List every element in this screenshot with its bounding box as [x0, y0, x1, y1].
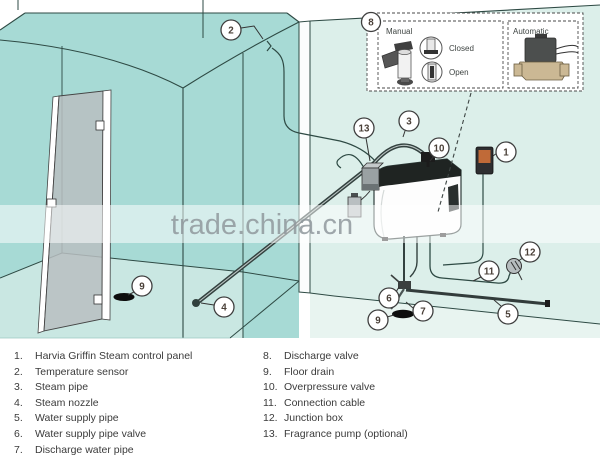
svg-text:5: 5	[505, 310, 511, 321]
callout-12: 12	[519, 241, 541, 263]
callout-8: 8	[360, 11, 382, 33]
callout-2: 2	[220, 19, 242, 41]
callout-3: 3	[398, 110, 420, 132]
legend-item: 5.Water supply pipe	[14, 412, 119, 425]
callout-9-interior: 9	[131, 275, 153, 297]
water-and-discharge-piping	[390, 236, 550, 310]
fragrance-bottle-cap	[351, 193, 358, 198]
legend-column-left: 1.Harvia Griffin Steam control panel 2.T…	[14, 349, 244, 458]
legend-item: 8.Discharge valve	[263, 350, 359, 362]
legend-item: 6.Water supply pipe valve	[14, 427, 147, 440]
open-label: Open	[449, 68, 469, 77]
valve-inset-box: Manual Automatic Closed Open	[360, 11, 584, 92]
automatic-valve-icon	[513, 34, 579, 81]
generator-top	[374, 159, 461, 189]
legend-item: 11.Connection cable	[263, 396, 366, 409]
water-supply-pipe	[405, 288, 549, 306]
water-supply-valve	[398, 281, 411, 289]
floor-drain-exterior	[392, 309, 414, 319]
callout-1: 1	[495, 141, 517, 163]
svg-text:8: 8	[368, 18, 374, 29]
svg-text:10: 10	[434, 144, 445, 155]
svg-text:3: 3	[406, 117, 412, 128]
callout-5: 5	[497, 303, 519, 325]
temperature-sensor	[266, 40, 377, 163]
svg-text:9: 9	[139, 282, 145, 293]
automatic-label: Automatic	[513, 27, 549, 36]
legend-item: 2.Temperature sensor	[14, 365, 129, 378]
overpressure-valve	[421, 152, 435, 162]
callout-6: 6	[378, 287, 400, 309]
svg-text:12: 12	[525, 248, 536, 259]
connection-cable	[429, 236, 512, 284]
svg-text:1: 1	[503, 148, 509, 159]
open-valve-icon	[421, 61, 443, 83]
callout-13: 13	[353, 117, 375, 139]
watermark-text: trade.china.cn	[171, 209, 353, 241]
manual-valve-icon	[381, 41, 413, 86]
callout-4: 4	[213, 296, 235, 318]
callouts: 1 2 3 4 5 6 7 9	[127, 19, 541, 331]
steam-nozzle	[192, 299, 200, 307]
svg-text:13: 13	[359, 124, 370, 135]
callout-7: 7	[412, 300, 434, 322]
svg-text:11: 11	[484, 267, 495, 278]
closed-label: Closed	[449, 44, 474, 53]
watermark: trade.china.cn	[0, 205, 600, 243]
control-panel-cable	[442, 174, 484, 266]
svg-text:7: 7	[420, 307, 426, 318]
closed-valve-icon	[419, 36, 443, 60]
legend-item: 13.Fragrance pump (optional)	[263, 427, 408, 440]
svg-text:4: 4	[221, 303, 227, 314]
sensor-cable	[271, 47, 377, 163]
legend-item: 3.Steam pipe	[14, 381, 89, 394]
door-hinge-top	[95, 120, 105, 131]
legend-item: 4.Steam nozzle	[14, 396, 99, 409]
door-hinge-bottom	[93, 294, 103, 305]
legend-item: 9.Floor drain	[263, 365, 335, 378]
manual-label: Manual	[386, 27, 412, 36]
callout-9-exterior: 9	[367, 309, 389, 331]
callout-11: 11	[478, 260, 500, 282]
legend-item: 1.Harvia Griffin Steam control panel	[14, 350, 193, 362]
wall-section-cut	[298, 20, 311, 294]
control-panel	[442, 146, 494, 266]
svg-text:2: 2	[228, 26, 234, 37]
control-panel-screen	[478, 150, 491, 163]
svg-text:6: 6	[386, 294, 392, 305]
installation-diagram: trade.china.cn Manual Automatic Closed	[0, 0, 600, 339]
floor-drain-interior	[113, 293, 135, 301]
legend-column-right: 8.Discharge valve 9.Floor drain 10.Overp…	[263, 349, 563, 443]
legend-item: 12.Junction box	[263, 412, 343, 425]
legend-item: 10.Overpressure valve	[263, 381, 376, 394]
callout-10: 10	[428, 137, 450, 159]
svg-text:9: 9	[375, 316, 381, 327]
legend-item: 7.Discharge water pipe	[14, 443, 134, 456]
